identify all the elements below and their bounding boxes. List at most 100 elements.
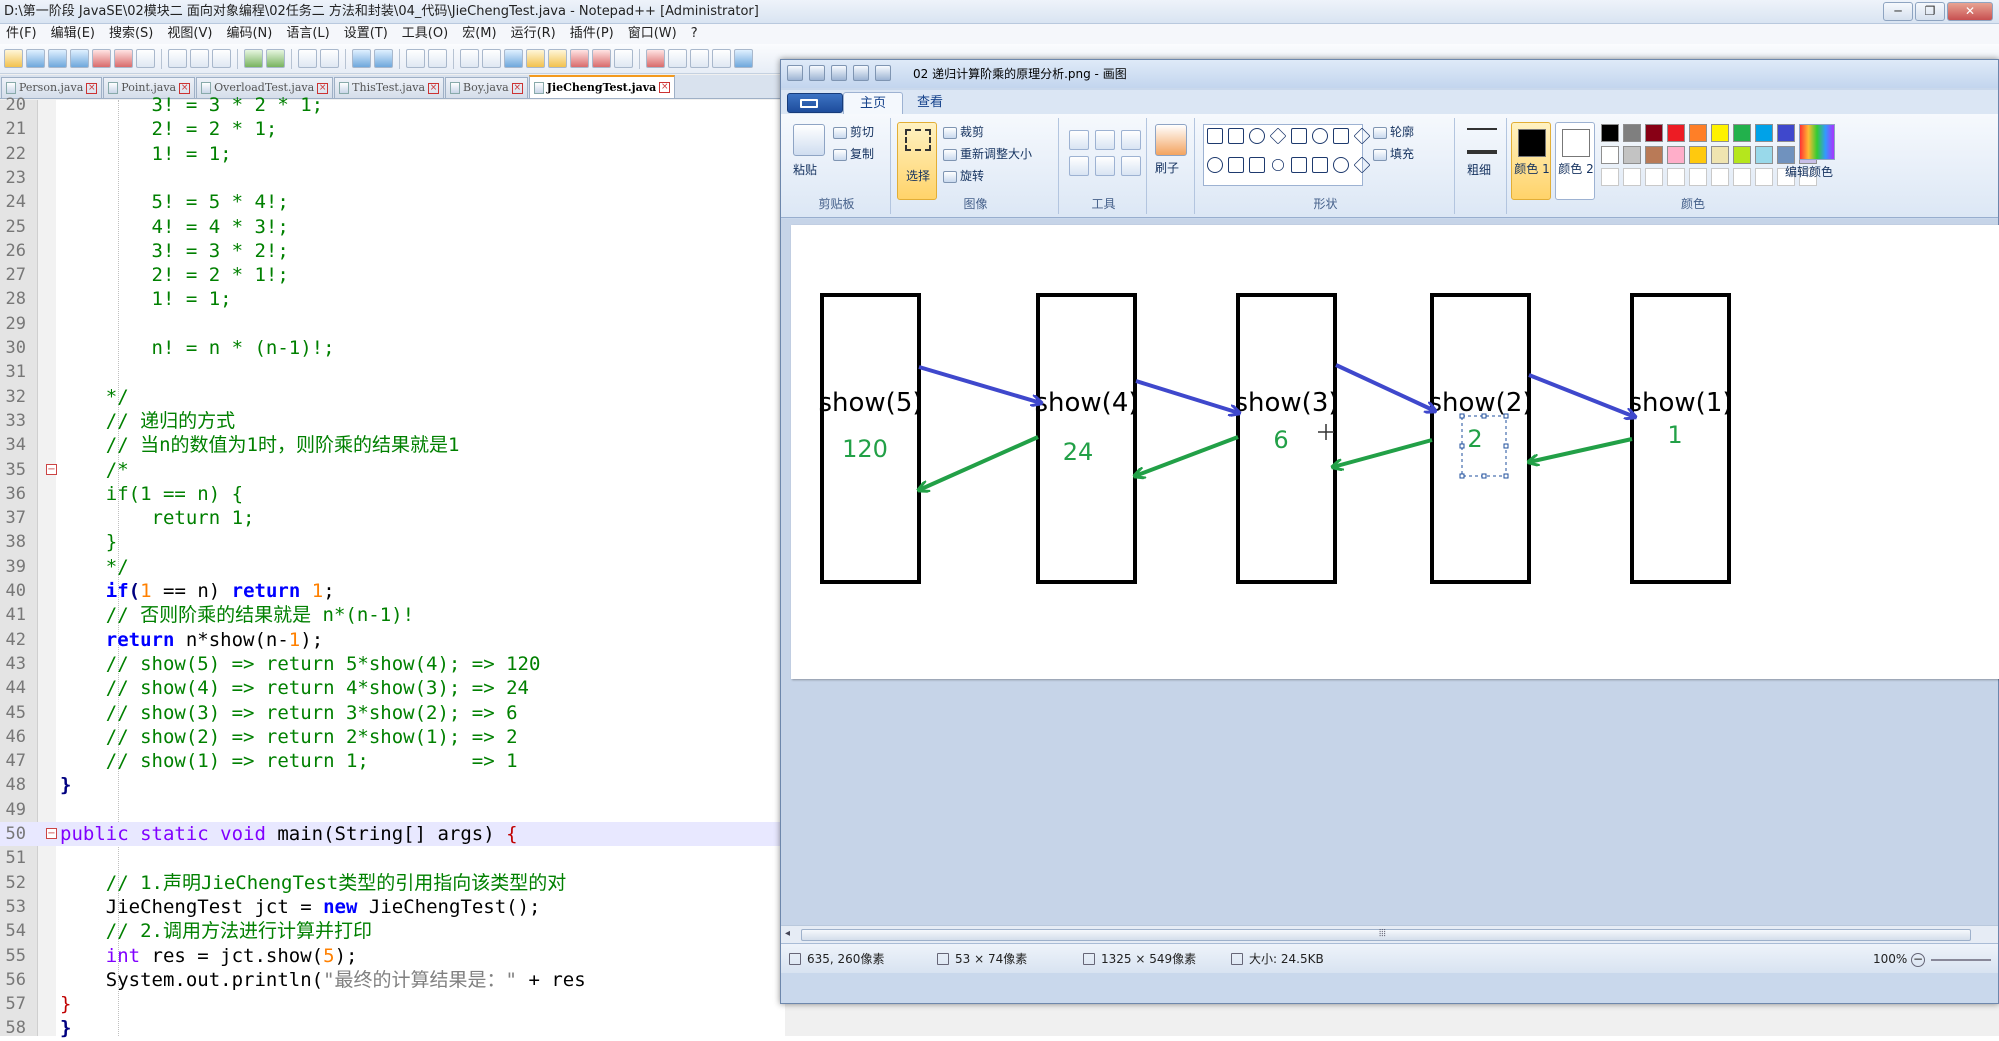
color-swatch[interactable] (1645, 146, 1663, 164)
fold-toggle-icon[interactable]: − (46, 463, 57, 475)
show-all-chars-icon[interactable] (482, 49, 501, 68)
zoom-in-icon[interactable] (352, 49, 371, 68)
custom-color-swatch[interactable] (1623, 168, 1641, 186)
brush-icon[interactable] (1155, 124, 1187, 156)
color-swatch[interactable] (1667, 146, 1685, 164)
cut-button[interactable]: 剪切 (833, 124, 874, 140)
color-swatch[interactable] (1667, 124, 1685, 142)
down-arrow-icon[interactable] (1333, 156, 1349, 173)
crop-button[interactable]: 裁剪 (943, 124, 984, 140)
left-arrow-icon[interactable] (1291, 156, 1307, 173)
text-tool-icon[interactable] (1121, 130, 1141, 150)
star-shape-icon[interactable] (1353, 156, 1371, 173)
stop-macro-icon[interactable] (668, 49, 687, 68)
file-tab[interactable]: OverloadTest.java× (196, 77, 334, 98)
resize-button[interactable]: 重新调整大小 (943, 146, 1032, 162)
paste-icon[interactable] (212, 49, 231, 68)
indent-guide-icon[interactable] (504, 49, 523, 68)
menu-item[interactable]: 窗口(W) (627, 26, 677, 41)
new-file-icon[interactable] (4, 49, 23, 68)
print-icon[interactable] (136, 49, 155, 68)
custom-color-swatch[interactable] (1711, 168, 1729, 186)
menu-item[interactable]: 语言(L) (286, 26, 330, 41)
minimize-button[interactable]: ─ (1883, 2, 1913, 21)
save-icon[interactable] (48, 49, 67, 68)
find-icon[interactable] (298, 49, 317, 68)
color-swatch[interactable] (1601, 124, 1619, 142)
magnifier-icon[interactable] (1121, 156, 1141, 176)
file-tab[interactable]: Point.java× (103, 77, 196, 98)
undo-icon[interactable] (831, 65, 847, 81)
fold-toggle-icon[interactable]: − (46, 828, 57, 839)
diamond-shape-icon[interactable] (1207, 156, 1223, 173)
copy-button[interactable]: 复制 (833, 146, 874, 162)
close-file-icon[interactable] (92, 49, 111, 68)
menu-item[interactable]: 件(F) (6, 26, 37, 41)
color-swatch[interactable] (1623, 124, 1641, 142)
custom-color-swatch[interactable] (1733, 168, 1751, 186)
code-editor[interactable]: 20 3! = 3 * 2 * 1;21 2! = 2 * 1;22 1! = … (0, 94, 785, 1039)
color-swatch[interactable] (1755, 146, 1773, 164)
color-swatch[interactable] (1711, 146, 1729, 164)
pentagon-shape-icon[interactable] (1228, 156, 1244, 173)
close-tab-icon[interactable]: × (179, 82, 191, 94)
eraser-icon[interactable] (1069, 156, 1089, 176)
paint-menu-button[interactable] (787, 93, 843, 113)
zoom-slider[interactable]: − (1911, 953, 1991, 967)
file-tab[interactable]: JieChengTest.java× (528, 75, 676, 98)
custom-color-swatch[interactable] (1689, 168, 1707, 186)
folder-as-workspace-icon[interactable] (592, 49, 611, 68)
color-swatch[interactable] (1755, 124, 1773, 142)
right-triangle-icon[interactable] (1353, 127, 1371, 145)
paste-icon[interactable] (793, 124, 825, 156)
monitoring-icon[interactable] (614, 49, 633, 68)
redo-icon[interactable] (853, 65, 869, 81)
menu-item[interactable]: 搜索(S) (108, 26, 154, 41)
color2-button[interactable]: 颜色 2 (1555, 122, 1595, 200)
shapes-gallery[interactable] (1203, 124, 1371, 186)
customize-dropdown-icon[interactable] (875, 65, 891, 81)
edit-colors-button[interactable]: 编辑颜色 (1785, 165, 1834, 179)
line-shape-icon[interactable] (1207, 128, 1223, 144)
tab-home[interactable]: 主页 (843, 92, 904, 114)
color-swatch[interactable] (1689, 146, 1707, 164)
scroll-left-icon[interactable]: ◂ (785, 928, 791, 939)
play-macro-icon[interactable] (690, 49, 709, 68)
pencil-icon[interactable] (1069, 130, 1089, 150)
record-macro-icon[interactable] (646, 49, 665, 68)
right-arrow-icon[interactable] (1269, 156, 1287, 173)
replace-icon[interactable] (320, 49, 339, 68)
close-all-icon[interactable] (114, 49, 133, 68)
menu-item[interactable]: 编辑(E) (50, 26, 95, 41)
select-button[interactable]: 选择 (897, 122, 937, 200)
word-wrap-icon[interactable] (460, 49, 479, 68)
save-icon[interactable] (809, 65, 825, 81)
color-swatch[interactable] (1777, 146, 1795, 164)
custom-color-swatch[interactable] (1799, 168, 1817, 186)
polygon-shape-icon[interactable] (1312, 128, 1328, 144)
color-swatch[interactable] (1733, 124, 1751, 142)
rounded-rectangle-icon[interactable] (1291, 128, 1307, 144)
undo-icon[interactable] (244, 49, 263, 68)
file-tab[interactable]: Boy.java× (445, 77, 528, 98)
custom-color-swatch[interactable] (1755, 168, 1773, 186)
scroll-thumb[interactable] (801, 929, 1971, 941)
save-macro-icon[interactable] (734, 49, 753, 68)
curve-shape-icon[interactable] (1228, 128, 1244, 144)
size-button[interactable]: 粗细 (1467, 163, 1492, 177)
rectangle-shape-icon[interactable] (1269, 127, 1287, 145)
function-list-icon[interactable] (570, 49, 589, 68)
brushes-button[interactable]: 刷子 (1155, 161, 1180, 175)
color-picker-icon[interactable] (1095, 156, 1115, 176)
color-swatch[interactable] (1601, 146, 1619, 164)
color1-button[interactable]: 颜色 1 (1511, 122, 1551, 200)
color-swatch[interactable] (1689, 124, 1707, 142)
color-swatch[interactable] (1645, 124, 1663, 142)
menu-item[interactable]: 运行(R) (510, 26, 556, 41)
rotate-button[interactable]: 旋转 (943, 168, 984, 184)
maximize-button[interactable]: ❐ (1915, 2, 1945, 21)
menu-item[interactable]: 编码(N) (226, 26, 273, 41)
color-swatch[interactable] (1733, 146, 1751, 164)
doc-map-icon[interactable] (548, 49, 567, 68)
hexagon-shape-icon[interactable] (1249, 156, 1265, 173)
